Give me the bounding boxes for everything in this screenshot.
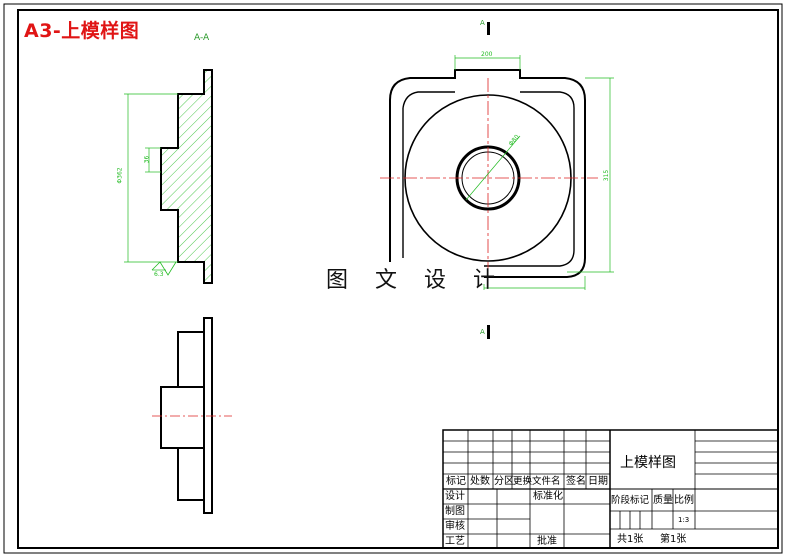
header-date: 日期 <box>588 476 608 487</box>
section-view <box>124 69 213 284</box>
row-drafting: 制图 <box>445 506 465 517</box>
header-count: 处数 <box>470 476 490 487</box>
header-signature: 签名 <box>566 476 586 487</box>
plate-outline <box>389 69 586 278</box>
stage-marks-label: 阶段标记 <box>611 495 650 506</box>
watermark: 图 文 设 计 <box>326 268 505 293</box>
surface-finish-value: 6.3 <box>154 271 164 278</box>
approve-label: 批准 <box>537 536 557 547</box>
dimension-left-step: 36 <box>143 155 151 164</box>
sheet-number: 第1张 <box>660 534 687 545</box>
section-marker-bottom-bar <box>487 325 490 339</box>
dimension-top-width: 200 <box>481 51 493 58</box>
top-view <box>389 69 586 278</box>
sheet-title: A3-上模样图 <box>24 20 140 42</box>
outer-border <box>3 3 783 554</box>
dimension-vertical-right: 315 <box>603 169 611 182</box>
section-hatched-body <box>160 69 213 284</box>
row-design: 设计 <box>445 491 465 502</box>
scale-label: 比例 <box>674 495 694 506</box>
front-view <box>160 317 213 514</box>
standardization-label: 标准化 <box>533 491 563 502</box>
header-change-doc: 更换文件名 <box>513 476 561 487</box>
inner-border <box>17 9 779 549</box>
scale-value: 1:3 <box>678 516 690 524</box>
row-process: 工艺 <box>445 536 465 547</box>
top-view-dimensions <box>454 55 614 290</box>
section-marker-bottom-label: A <box>480 328 485 336</box>
title-block-grid <box>442 429 779 549</box>
dimension-left-height: Φ362 <box>116 167 124 184</box>
total-sheets: 共1张 <box>617 534 644 545</box>
header-zone: 分区 <box>494 476 514 487</box>
row-review: 审核 <box>445 521 465 532</box>
header-mark: 标记 <box>446 476 466 487</box>
section-marker-top-label: A <box>480 19 485 27</box>
section-marker-top-bar <box>487 22 490 35</box>
section-label: A-A <box>194 33 210 43</box>
drawing-name: 上模样图 <box>620 455 676 471</box>
mass-label: 质量 <box>653 495 673 506</box>
